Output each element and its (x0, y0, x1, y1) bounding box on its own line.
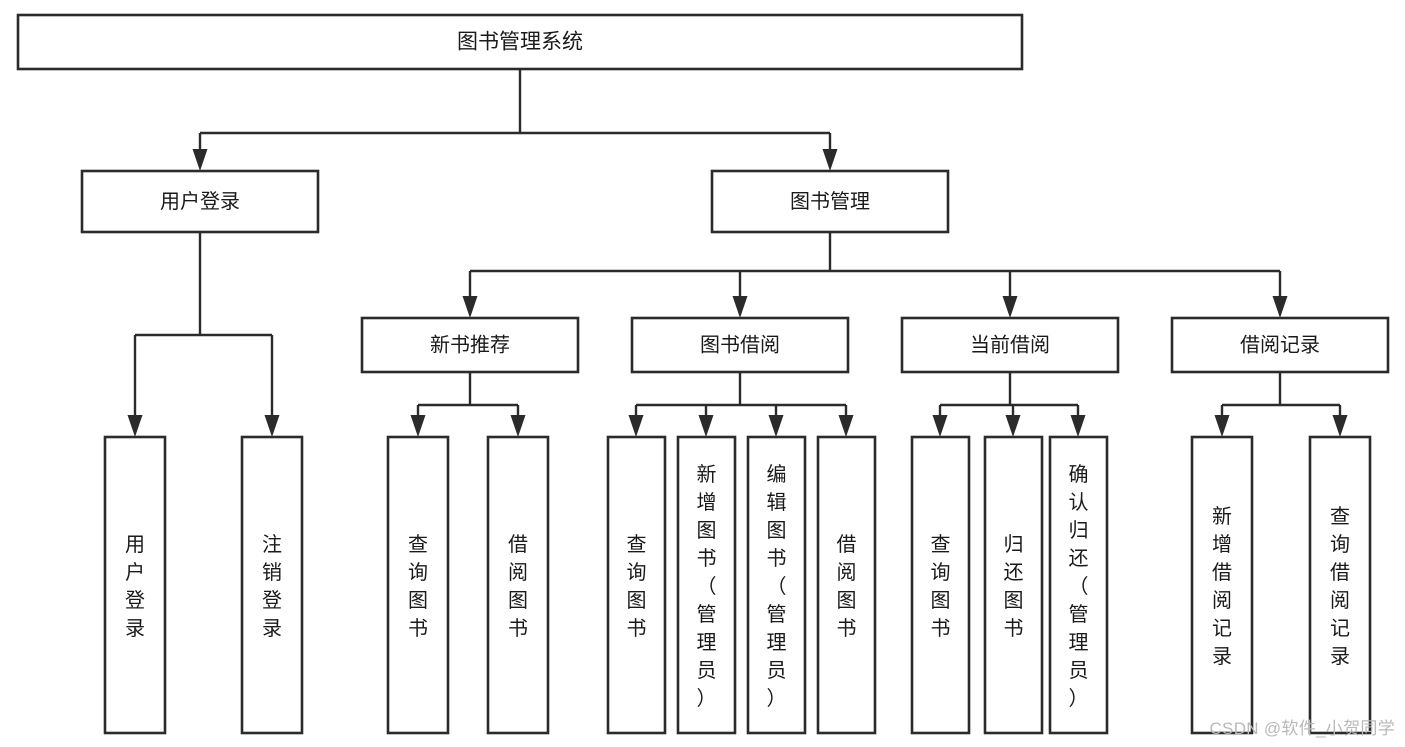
node-label: 借阅图书 (508, 533, 528, 640)
connector-level2-to-level3 (462, 232, 1288, 318)
node-leaf-borrow-book-2[interactable]: 借阅图书 (816, 435, 877, 735)
node-label: 图书管理 (790, 190, 870, 213)
node-leaf-query-borrow-record[interactable]: 查询借阅记录 (1308, 435, 1372, 735)
connector-borrow-record-to-leaves (1214, 372, 1348, 437)
node-label: 查询借阅记录 (1330, 505, 1350, 668)
node-leaf-query-book-3[interactable]: 查询图书 (910, 435, 971, 735)
node-label: 新书推荐 (430, 333, 510, 356)
node-label: 当前借阅 (970, 333, 1050, 356)
node-borrow-record[interactable]: 借阅记录 (1170, 316, 1390, 374)
node-label: 图书管理系统 (457, 31, 583, 54)
node-root[interactable]: 图书管理系统 (16, 13, 1024, 71)
node-leaf-user-login[interactable]: 用户登录 (103, 435, 167, 735)
node-leaf-return-book[interactable]: 归还图书 (983, 435, 1044, 735)
connector-user-login-to-leaves (127, 232, 280, 437)
node-leaf-add-book-admin[interactable]: 新增图书（管理员） (676, 435, 737, 735)
node-label: 归还图书 (1004, 533, 1024, 640)
node-book-manage[interactable]: 图书管理 (710, 169, 950, 234)
node-label: 注销登录 (262, 533, 282, 640)
node-user-login[interactable]: 用户登录 (80, 169, 320, 234)
node-label: 借阅图书 (837, 533, 857, 640)
connector-new-book-recommend-to-leaves (410, 372, 526, 437)
node-leaf-edit-book-admin[interactable]: 编辑图书（管理员） (746, 435, 807, 735)
node-label: 查询图书 (408, 533, 428, 640)
node-leaf-query-book-2[interactable]: 查询图书 (606, 435, 667, 735)
node-label: 新增图书（管理员） (697, 463, 717, 710)
node-label: 查询图书 (931, 533, 951, 640)
node-label: 确认归还（管理员） (1069, 463, 1089, 710)
node-leaf-logout-login[interactable]: 注销登录 (240, 435, 304, 735)
connector-book-borrow-to-leaves (628, 372, 854, 437)
node-book-borrow[interactable]: 图书借阅 (630, 316, 850, 374)
node-label: 查询图书 (627, 533, 647, 640)
node-leaf-confirm-return-admin[interactable]: 确认归还（管理员） (1048, 435, 1109, 735)
node-label: 编辑图书（管理员） (767, 463, 787, 710)
node-current-borrow[interactable]: 当前借阅 (900, 316, 1120, 374)
node-new-book-recommend[interactable]: 新书推荐 (360, 316, 580, 374)
connector-current-borrow-to-leaves (932, 372, 1086, 437)
node-leaf-add-borrow-record[interactable]: 新增借阅记录 (1190, 435, 1254, 735)
node-label: 借阅记录 (1240, 333, 1320, 356)
node-leaf-query-book-1[interactable]: 查询图书 (386, 435, 450, 735)
node-label: 新增借阅记录 (1212, 505, 1232, 668)
connector-layer (127, 69, 1348, 437)
node-layer: 图书管理系统用户登录图书管理新书推荐图书借阅当前借阅借阅记录用户登录注销登录查询… (16, 13, 1390, 735)
node-leaf-borrow-book-1[interactable]: 借阅图书 (486, 435, 550, 735)
connector-root-to-level2 (192, 69, 838, 171)
node-label: 图书借阅 (700, 333, 780, 356)
node-label: 用户登录 (125, 534, 145, 640)
node-label: 用户登录 (160, 190, 240, 213)
